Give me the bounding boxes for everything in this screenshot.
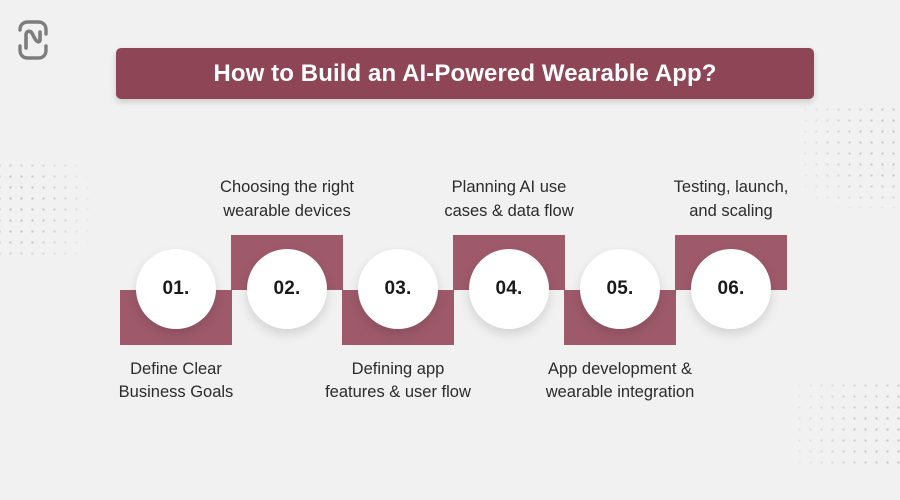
step-caption-6: Testing, launch, and scaling [673,178,789,220]
step-item-4[interactable]: 04. Planning AI use cases & data flow [444,0,574,500]
step-caption-1: Define Clear Business Goals [118,360,234,402]
step-item-3[interactable]: 03. Defining app features & user flow [325,0,471,500]
step-circle-5[interactable]: 05. [580,249,660,329]
step-caption-4: Planning AI use cases & data flow [444,178,574,220]
step-number-6: 06. [717,278,745,299]
step-item-6[interactable]: 06. Testing, launch, and scaling [674,0,788,500]
step-item-1[interactable]: 01. Define Clear Business Goals [119,0,233,500]
step-circle-3[interactable]: 03. [358,249,438,329]
app-monogram-n-icon [16,18,50,62]
step-caption-3: Defining app features & user flow [325,360,471,402]
step-caption-2: Choosing the right wearable devices [220,178,354,220]
page-title-banner: How to Build an AI-Powered Wearable App? [116,48,814,99]
step-number-5: 05. [606,278,634,299]
step-item-5[interactable]: 05. App development & wearable integrati… [546,0,694,500]
step-caption-5: App development & wearable integration [545,360,695,402]
step-circle-6[interactable]: 06. [691,249,771,329]
step-number-1: 01. [162,278,190,299]
step-circle-1[interactable]: 01. [136,249,216,329]
step-circle-2[interactable]: 02. [247,249,327,329]
page-title: How to Build an AI-Powered Wearable App? [213,59,717,87]
step-item-2[interactable]: 02. Choosing the right wearable devices [220,0,354,500]
step-number-2: 02. [273,278,301,299]
step-number-4: 04. [495,278,523,299]
step-circle-4[interactable]: 04. [469,249,549,329]
step-number-3: 03. [384,278,412,299]
